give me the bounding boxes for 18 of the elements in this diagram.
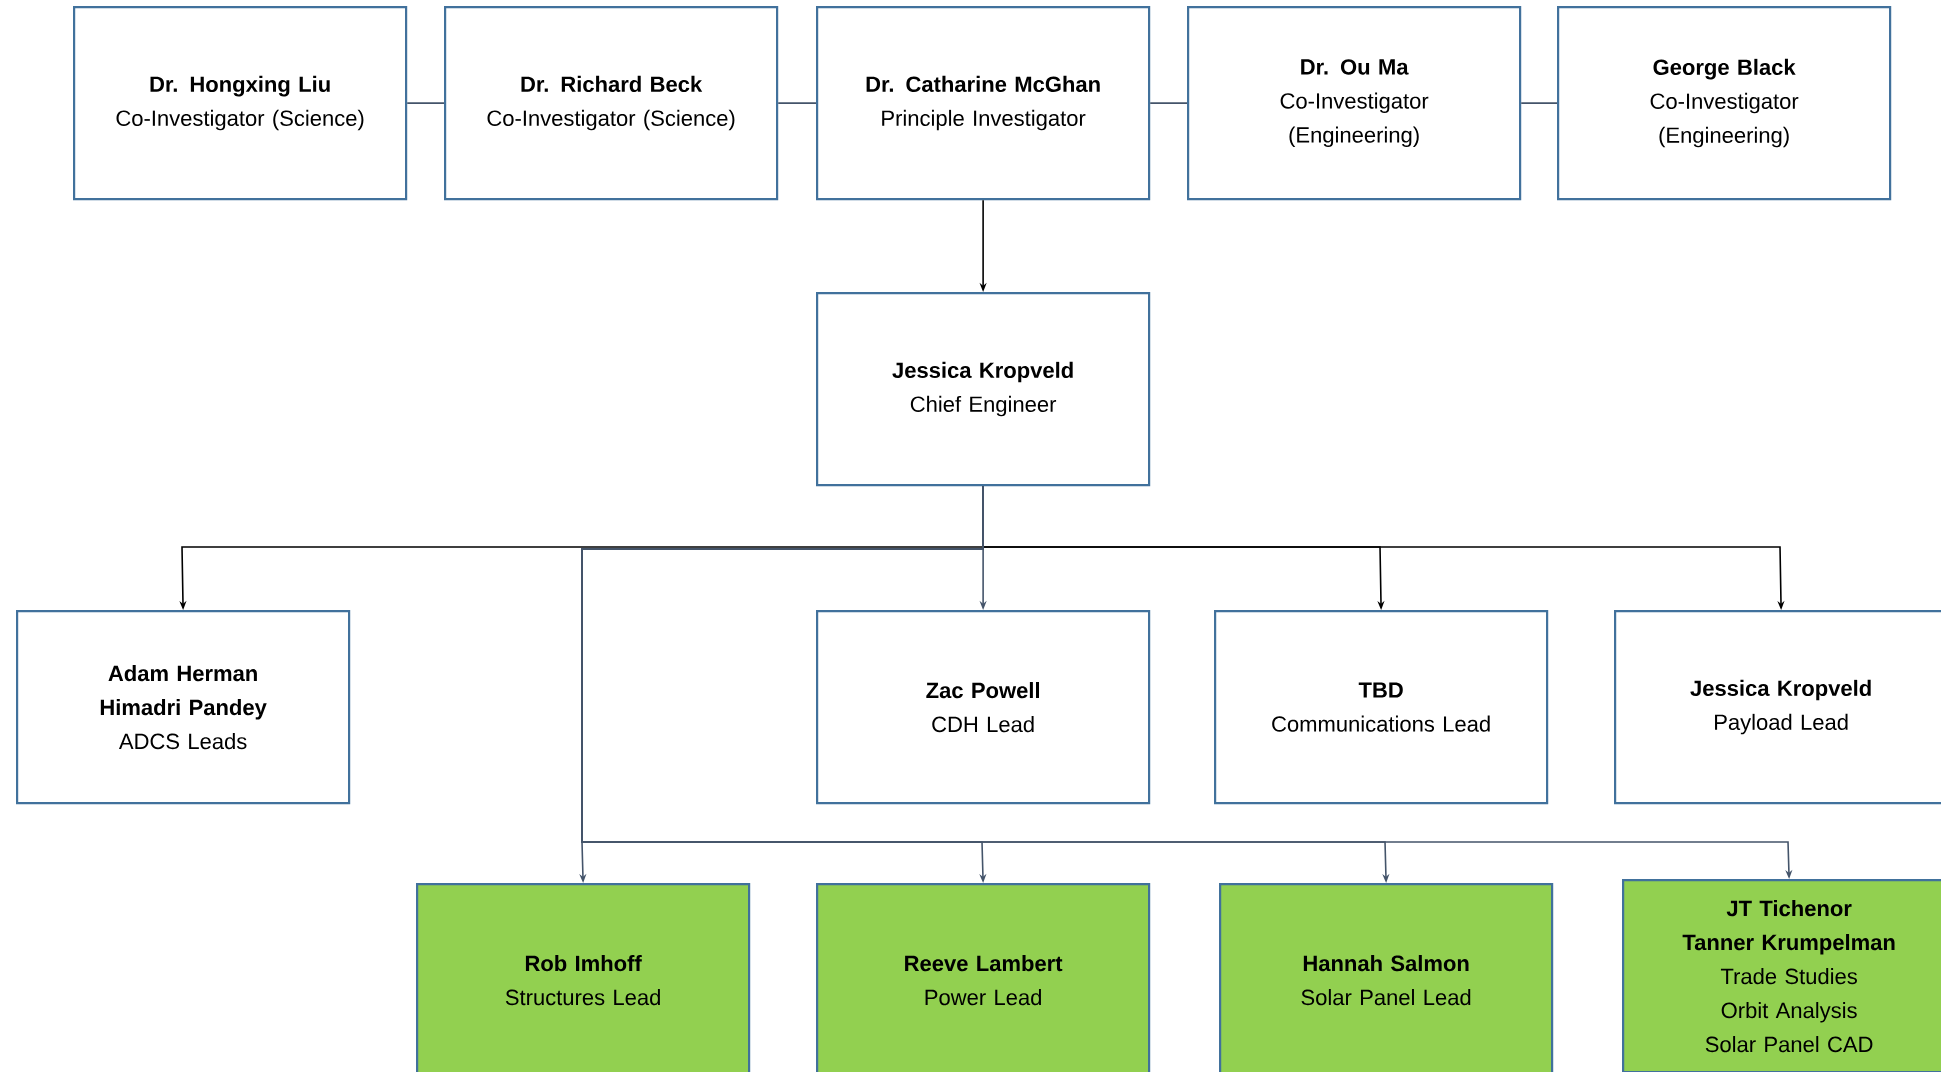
role-box: JT Tichenor Tanner Krumpelman Trade Studies Orbit Analysis Solar Panel CAD (1622, 879, 1941, 1072)
role-box: Dr. Catharine McGhan Principle Investigator (816, 6, 1151, 201)
role-box: Dr. Richard Beck Co-Investigator (Science) (444, 6, 779, 201)
role-box: Dr. Hongxing Liu Co-Investigator (Science) (73, 6, 408, 201)
role-box: George Black Co-Investigator (Engineering) (1557, 6, 1892, 201)
connector-line (406, 102, 445, 104)
role-box: TBD Communications Lead (1214, 610, 1549, 805)
connector-line (1520, 102, 1558, 104)
connector-line (777, 102, 817, 104)
role-box: Dr. Ou Ma Co-Investigator (Engineering) (1187, 6, 1522, 201)
role-box: Jessica Kropveld Chief Engineer (816, 292, 1151, 487)
role-box: Jessica Kropveld Payload Lead (1614, 610, 1941, 805)
role-box: Hannah Salmon Solar Panel Lead (1219, 883, 1554, 1072)
role-box: Rob Imhoff Structures Lead (416, 883, 751, 1072)
role-box: Zac Powell CDH Lead (816, 610, 1151, 805)
connector-line (1149, 102, 1188, 104)
role-box: Reeve Lambert Power Lead (816, 883, 1151, 1072)
role-box: Adam Herman Himadri Pandey ADCS Leads (16, 610, 351, 805)
